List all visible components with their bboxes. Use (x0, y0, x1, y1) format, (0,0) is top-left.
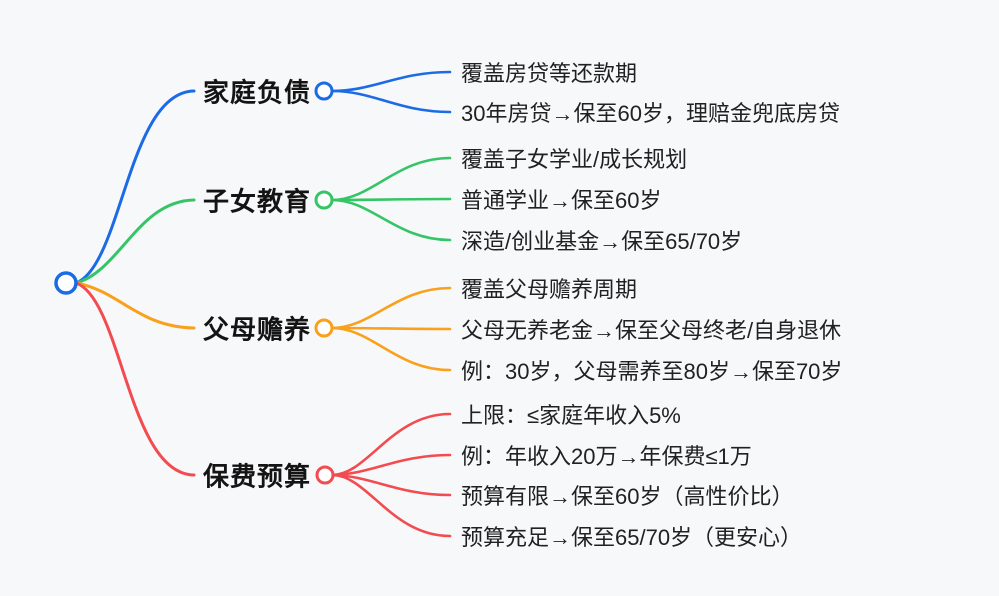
leaf-premium-budget-1[interactable]: 例：年收入20万→年保费≤1万 (461, 444, 752, 469)
branch-label-family-debt[interactable]: 家庭负债 (203, 77, 312, 108)
parent-support-node-circle[interactable] (314, 318, 334, 338)
root-node-circle[interactable] (54, 271, 78, 295)
connector-family-debt-leaf-0 (330, 70, 452, 93)
connector-root-family-debt (74, 89, 196, 285)
leaf-parent-support-0[interactable]: 覆盖父母赡养周期 (461, 277, 638, 302)
connector-parent-support-leaf-0 (330, 286, 452, 330)
leaf-family-debt-1[interactable]: 30年房贷→保至60岁，理赔金兜底房贷 (461, 101, 840, 126)
child-education-node-circle[interactable] (314, 190, 334, 210)
premium-budget-node-circle[interactable] (315, 465, 335, 485)
leaf-premium-budget-2[interactable]: 预算有限→保至60岁（高性价比） (461, 484, 794, 509)
connector-root-premium-budget (74, 281, 196, 477)
leaf-parent-support-1[interactable]: 父母无养老金→保至父母终老/自身退休 (461, 318, 842, 343)
connector-parent-support-leaf-1 (330, 326, 452, 331)
leaf-premium-budget-0[interactable]: 上限：≤家庭年收入5% (461, 403, 681, 428)
connector-premium-budget-leaf-0 (331, 412, 452, 477)
connector-root-child-education (74, 198, 196, 285)
leaf-child-education-1[interactable]: 普通学业→保至60岁 (461, 188, 662, 213)
branch-label-child-education[interactable]: 子女教育 (203, 186, 312, 217)
connector-family-debt-leaf-1 (330, 89, 452, 114)
connector-child-education-leaf-0 (330, 156, 452, 202)
branch-label-parent-support[interactable]: 父母赡养 (203, 314, 312, 345)
connector-child-education-leaf-1 (330, 197, 452, 202)
leaf-family-debt-0[interactable]: 覆盖房贷等还款期 (461, 61, 638, 86)
connector-premium-budget-leaf-2 (331, 473, 452, 497)
branch-label-premium-budget[interactable]: 保费预算 (203, 461, 312, 492)
connector-child-education-leaf-2 (330, 198, 452, 242)
leaf-parent-support-2[interactable]: 例：30岁，父母需养至80岁→保至70岁 (461, 359, 843, 384)
family-debt-node-circle[interactable] (314, 81, 334, 101)
leaf-premium-budget-3[interactable]: 预算充足→保至65/70岁（更安心） (461, 525, 803, 550)
connector-root-parent-support (74, 281, 196, 330)
leaf-child-education-0[interactable]: 覆盖子女学业/成长规划 (461, 147, 688, 172)
connector-premium-budget-leaf-3 (331, 473, 452, 538)
leaf-child-education-2[interactable]: 深造/创业基金→保至65/70岁 (461, 229, 743, 254)
connector-parent-support-leaf-2 (330, 326, 452, 372)
connector-premium-budget-leaf-1 (331, 453, 452, 477)
